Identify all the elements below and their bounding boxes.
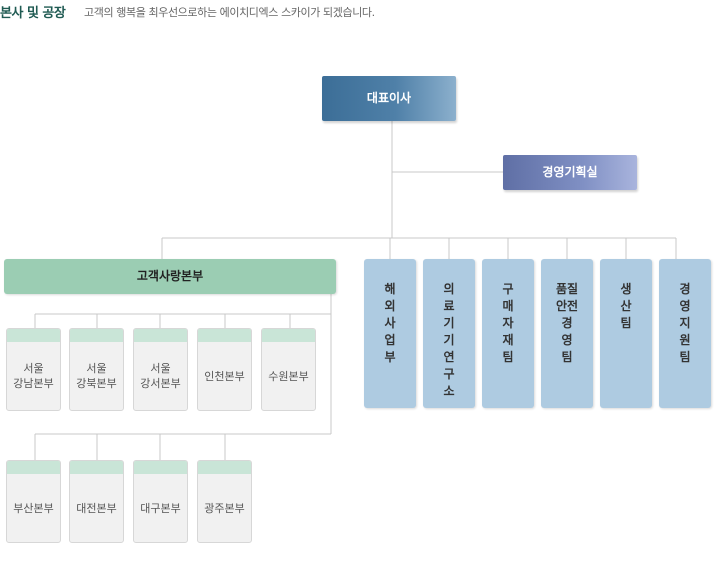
department-label-char: 기	[443, 333, 455, 347]
department-label-char: 경	[561, 316, 573, 330]
department-label-char: 영	[679, 299, 691, 313]
department-label-char: 안전	[555, 299, 579, 313]
department-label-char: 팀	[679, 350, 691, 364]
branch-box-cap	[7, 329, 60, 342]
department-label-char: 생	[620, 282, 632, 296]
branch-label-line: 서울	[150, 362, 171, 375]
department-label-char: 산	[620, 299, 632, 313]
department-label-char: 연	[443, 350, 455, 364]
department-label-char: 재	[502, 333, 514, 347]
branch-label: 인천본부	[198, 342, 251, 410]
branch-label-line: 수원본부	[268, 369, 309, 383]
branch-label-line: 강남본부	[13, 377, 54, 390]
department-label-char: 해	[384, 282, 396, 296]
branch-label: 부산본부	[7, 474, 60, 542]
department-label-char: 자	[502, 316, 514, 330]
department-label-char: 매	[502, 299, 514, 313]
ceo-box: 대표이사	[322, 76, 456, 121]
branch-box-cap	[198, 329, 251, 342]
branch-label-line: 강북본부	[76, 377, 117, 390]
branch-label-line: 강서본부	[140, 377, 181, 390]
branch-box-cap	[70, 329, 123, 342]
department-label-char: 구	[502, 282, 514, 296]
branch-box-cap	[198, 461, 251, 474]
branch-label-line: 광주본부	[204, 501, 245, 515]
branch-box-cap	[262, 329, 315, 342]
branch-box-cap	[70, 461, 123, 474]
department-label-char: 사	[384, 316, 396, 330]
branch-label: 대구본부	[134, 474, 187, 542]
branch-box: 수원본부	[261, 328, 316, 411]
branch-box: 대전본부	[69, 460, 124, 543]
page-header: 본사 및 공장 고객의 행복을 최우선으로하는 에이치디엑스 스카이가 되겠습니…	[0, 0, 715, 24]
branch-label-line: 대전본부	[76, 501, 117, 515]
department-label-char: 원	[679, 333, 691, 347]
branch-box-cap	[134, 329, 187, 342]
department-label-char: 외	[384, 299, 396, 313]
department-label-char: 료	[443, 299, 455, 313]
department-label-char: 품질	[555, 282, 579, 296]
department-label-char: 의	[443, 282, 455, 296]
branch-box: 광주본부	[197, 460, 252, 543]
department-label-char: 구	[443, 367, 455, 381]
department-label-char: 팀	[620, 316, 632, 330]
department-label-char: 업	[384, 333, 396, 347]
branch-label-line: 서울	[23, 362, 44, 375]
branch-box: 부산본부	[6, 460, 61, 543]
branch-box-cap	[134, 461, 187, 474]
branch-box: 인천본부	[197, 328, 252, 411]
branch-box-cap	[7, 461, 60, 474]
department-label-char: 부	[384, 350, 396, 364]
page-subtitle: 고객의 행복을 최우선으로하는 에이치디엑스 스카이가 되겠습니다.	[84, 6, 375, 19]
department-label-char: 소	[443, 384, 455, 398]
branch-label: 광주본부	[198, 474, 251, 542]
planning-office-box: 경영기획실	[503, 155, 637, 190]
branch-label: 수원본부	[262, 342, 315, 410]
branch-label-line: 서울	[86, 362, 107, 375]
department-label-char: 팀	[502, 350, 514, 364]
department-label-char: 팀	[561, 350, 573, 364]
branch-label-line: 대구본부	[140, 501, 181, 515]
page-title: 본사 및 공장	[0, 6, 66, 21]
customer-hq-box: 고객사랑본부	[4, 259, 336, 294]
branch-label-line: 부산본부	[13, 501, 54, 515]
department-label-char: 기	[443, 316, 455, 330]
department-label-char: 경	[679, 282, 691, 296]
branch-label-line: 인천본부	[204, 369, 245, 383]
department-label-char: 영	[561, 333, 573, 347]
department-label-char: 지	[679, 316, 691, 330]
branch-label: 대전본부	[70, 474, 123, 542]
branch-box: 대구본부	[133, 460, 188, 543]
